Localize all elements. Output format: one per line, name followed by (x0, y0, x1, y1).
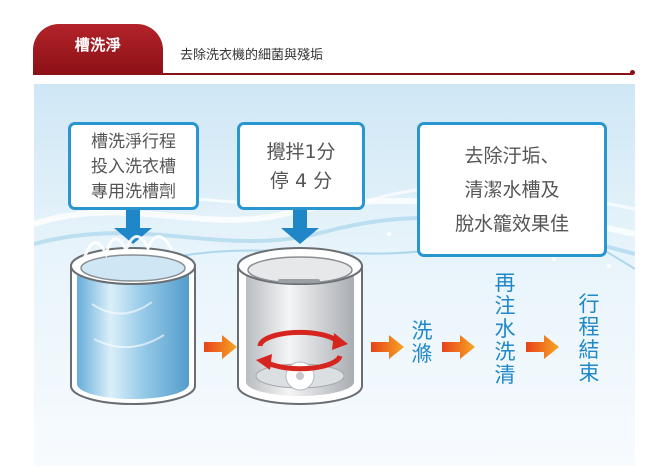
step1-label-box: 槽洗淨行程 投入洗衣槽 專用洗槽劑 (68, 122, 199, 210)
step2-label-box: 攪拌1分 停 4 分 (237, 122, 365, 210)
step2-line: 停 4 分 (269, 170, 333, 192)
down-arrow-icon (281, 210, 319, 244)
flow-char: 再 (494, 271, 516, 295)
section-tab: 槽洗淨 (33, 24, 163, 74)
flow-end-label: 行 程 結 束 (576, 293, 602, 385)
orange-arrow-icon (204, 335, 237, 359)
section-subtitle: 去除洗衣機的細菌與殘垢 (180, 48, 324, 63)
orange-arrow-icon (442, 335, 475, 359)
orange-arrow-icon (371, 335, 404, 359)
red-rotation-icon (256, 329, 348, 372)
flow-char: 行 (578, 292, 600, 316)
flow-char: 滌 (411, 342, 433, 366)
flow-char: 水 (494, 317, 516, 341)
process-illustration (70, 210, 559, 405)
flow-char: 洗 (494, 340, 516, 364)
illustration-panel: 槽洗淨行程 投入洗衣槽 專用洗槽劑 攪拌1分 停 4 分 去除汙垢、 清潔水槽及… (34, 84, 635, 466)
section-tab-label: 槽洗淨 (74, 36, 122, 54)
step2-line: 攪拌1分 (266, 141, 336, 163)
flow-char: 程 (578, 315, 600, 339)
orange-arrow-icon (526, 335, 559, 359)
flow-refill-label: 再 注 水 洗 清 (492, 272, 518, 387)
washer-drum-stir-icon (237, 247, 363, 405)
flow-char: 洗 (411, 319, 433, 343)
header-divider (33, 73, 633, 75)
flow-char: 結 (578, 338, 600, 362)
step1-line: 專用洗槽劑 (91, 182, 176, 202)
flow-char: 注 (494, 294, 516, 318)
divider-dot (630, 70, 635, 75)
flow-char: 束 (578, 361, 600, 385)
step3-label-box: 去除汙垢、 清潔水槽及 脫水籠效果佳 (417, 122, 607, 257)
step3-line: 清潔水槽及 (464, 179, 560, 201)
step1-line: 投入洗衣槽 (91, 157, 176, 177)
washer-drum-water-icon (70, 235, 196, 405)
step3-line: 去除汙垢、 (464, 145, 560, 167)
down-arrow-icon (114, 210, 152, 244)
step1-line: 槽洗淨行程 (91, 132, 176, 152)
flow-wash-label: 洗 滌 (409, 320, 435, 366)
step3-line: 脫水籠效果佳 (454, 213, 569, 235)
flow-char: 清 (494, 363, 516, 387)
